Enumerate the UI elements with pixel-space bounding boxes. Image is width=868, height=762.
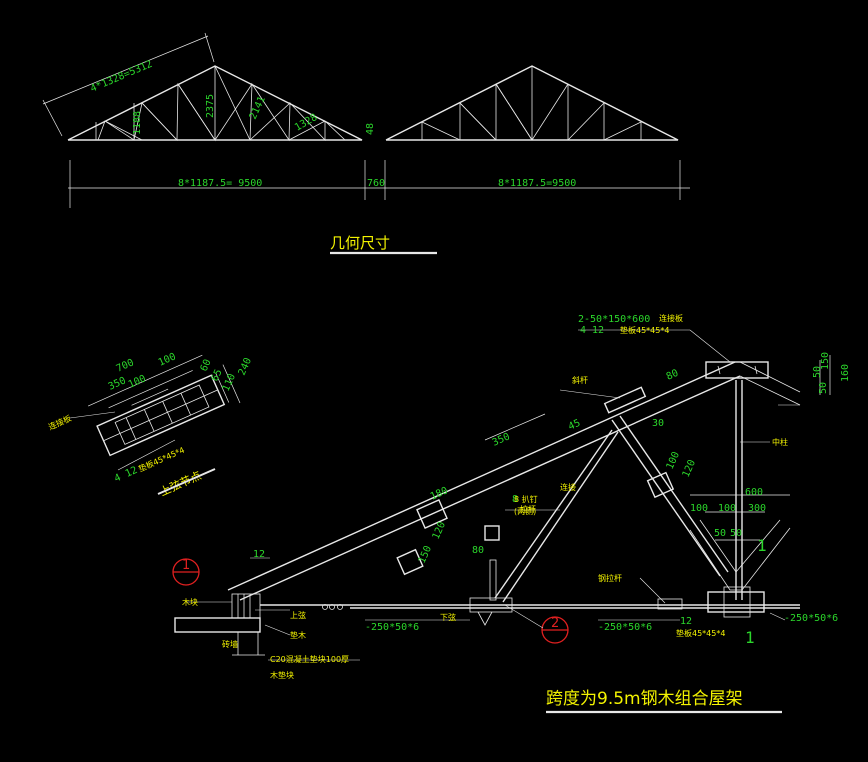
d80: 80: [665, 368, 680, 383]
d1b: 1: [745, 628, 755, 647]
callout-1: 1: [182, 558, 190, 573]
dim-slope: 4*1328=5312: [89, 59, 154, 95]
note-wall: 砖墙: [222, 639, 238, 649]
plate2: -250*50*6: [598, 622, 652, 633]
title-main: 跨度为9.5m钢木组合屋架: [546, 689, 743, 709]
d45: 45: [567, 418, 582, 433]
note-dian2: (两侧): [514, 506, 536, 516]
d50c: 50: [714, 528, 726, 539]
d50b: 50: [812, 366, 823, 378]
d100: 100: [665, 450, 682, 471]
d120b: 120: [431, 520, 448, 541]
d700: 700: [115, 357, 136, 374]
note-muxian: 木块: [182, 597, 198, 607]
d100a: 100: [157, 351, 178, 368]
callout-2: 2: [551, 616, 559, 631]
top-note1-cn: 连接板: [659, 313, 683, 323]
plate-left: 垫板45*45*4: [137, 445, 186, 474]
dim-2141: 2141: [248, 95, 268, 121]
note-dianmu: 垫木: [290, 630, 306, 640]
d65: 65: [210, 368, 225, 383]
label-lianjie: 连接板: [47, 413, 73, 432]
main-detail: 2-50*150*600 连接板 4 12 垫板45*45*4 50 150 5…: [172, 313, 851, 714]
pad-bottom: 垫板45*45*4: [676, 628, 725, 638]
d350: 350: [491, 431, 512, 448]
d100d: 100: [718, 503, 736, 514]
note-dian: 8 扒钉: [514, 494, 538, 504]
dim-gap: 760: [367, 178, 385, 189]
dim-2375: 2375: [205, 94, 216, 118]
d8: 8: [512, 494, 518, 505]
d600: 600: [745, 487, 763, 498]
truss-elevation: 4*1328=5312 1188 2375 2141 1328 48 8*118…: [42, 32, 690, 255]
right-truss: [385, 65, 679, 141]
note-xx: 斜杆: [572, 375, 588, 385]
d240: 240: [237, 356, 254, 377]
note-shangxian: 上弦: [290, 610, 306, 620]
dim-48: 48: [365, 123, 376, 135]
node-detail: 700 350 100 100 60 65 110 240 连接板 4 12 垫…: [47, 351, 254, 498]
note-lashuan: 拉杆: [520, 504, 536, 514]
d80b: 80: [472, 545, 484, 556]
d160: 160: [840, 364, 851, 382]
d300: 300: [748, 503, 766, 514]
note-zhong: 中柱: [772, 437, 788, 447]
note-xiaxian: 下弦: [440, 612, 456, 622]
top-note2-cn: 垫板45*45*4: [620, 325, 669, 335]
top-note1: 2-50*150*600: [578, 314, 650, 325]
d1a: 1: [757, 536, 767, 555]
d30: 30: [652, 418, 664, 429]
d100b: 100: [127, 373, 148, 390]
dim-1188: 1188: [132, 111, 143, 135]
angle-left: 4 12: [113, 465, 139, 485]
d12b: 12: [680, 616, 692, 627]
note-plank: C20混凝土垫块100厚: [270, 654, 349, 664]
note-mudian: 木垫块: [270, 670, 294, 680]
plate3: -250*50*6: [784, 613, 838, 624]
note-lianjie: 连接: [560, 482, 576, 492]
title-geometry: 几何尺寸: [330, 234, 390, 252]
top-note2: 4 12: [580, 325, 604, 336]
plate1: -250*50*6: [365, 622, 419, 633]
d120: 120: [681, 458, 698, 479]
dim-span-right: 8*1187.5=9500: [498, 178, 576, 189]
d100c: 100: [690, 503, 708, 514]
left-truss: [67, 65, 363, 142]
d150b: 150: [417, 544, 434, 565]
d150: 150: [820, 352, 831, 370]
d12a: 12: [253, 549, 265, 560]
d50d: 50: [730, 528, 742, 539]
note-steel: 钢拉杆: [598, 573, 622, 583]
d50a: 50: [818, 382, 829, 394]
d60: 60: [199, 358, 214, 373]
dim-span-left: 8*1187.5= 9500: [178, 178, 262, 189]
d110: 110: [221, 372, 238, 393]
